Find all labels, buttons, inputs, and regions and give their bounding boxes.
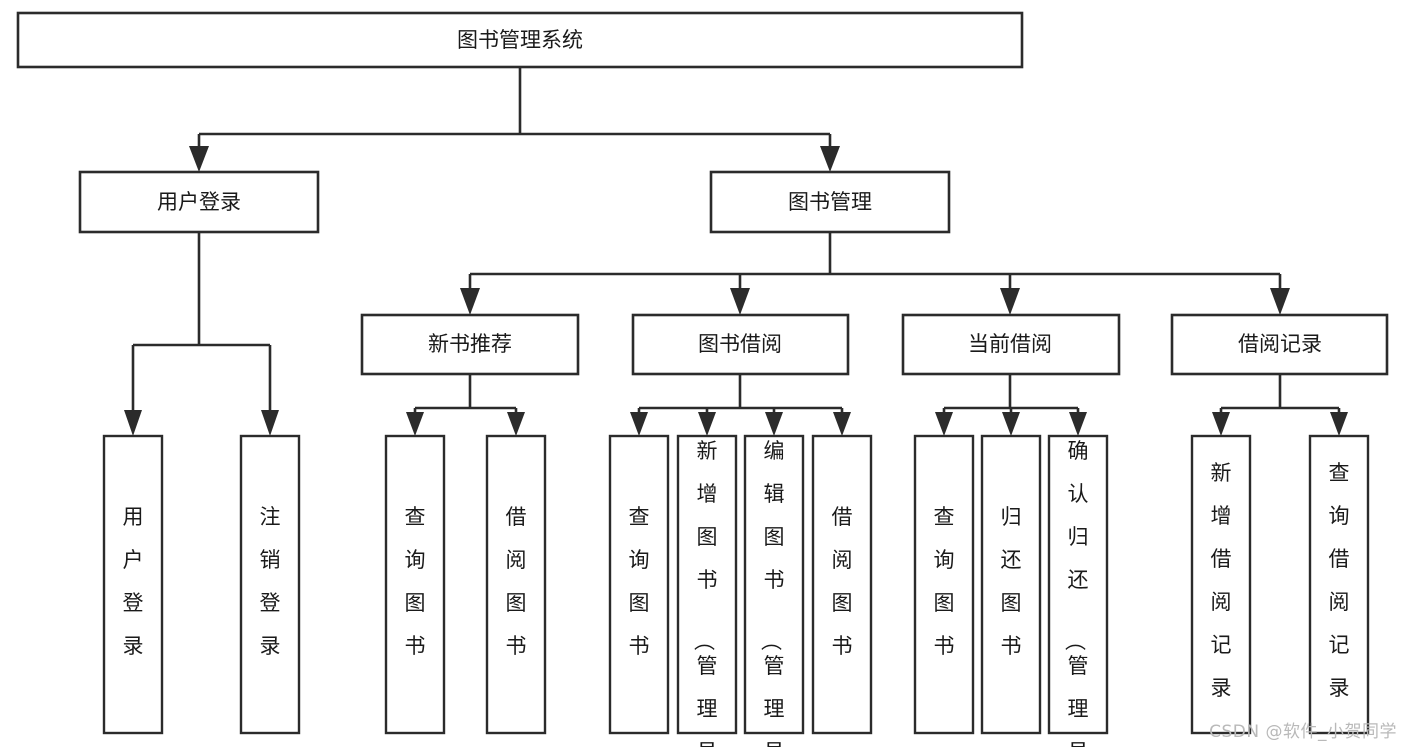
node-leaf-query-book-2-box[interactable] <box>608 434 670 735</box>
node-leaf-return-book[interactable]: 归还图书 <box>980 434 1042 735</box>
node-leaf-logout-login-box[interactable] <box>239 434 301 735</box>
node-leaf-edit-book-box[interactable] <box>743 434 805 735</box>
arrow-bb-to-edit <box>765 412 783 436</box>
node-root[interactable]: 图书管理系统 <box>16 11 1024 69</box>
node-leaf-user-login-label: 用户登录 <box>123 505 144 658</box>
node-leaf-add-record-box[interactable] <box>1190 434 1252 735</box>
node-root-box[interactable] <box>16 11 1024 69</box>
node-book-borrow-box[interactable] <box>631 313 850 376</box>
arrow-nbr-to-borrow <box>507 412 525 436</box>
node-leaf-add-record[interactable]: 新增借阅记录 <box>1190 434 1252 735</box>
edge-group-book-manage <box>460 232 1290 315</box>
arrow-root-to-book-manage <box>820 146 840 172</box>
node-leaf-add-book-label: 新增图书（管理员） <box>692 439 718 747</box>
node-leaf-borrow-book-1-box[interactable] <box>485 434 547 735</box>
node-leaf-edit-book[interactable]: 编辑图书（管理员） <box>743 434 805 747</box>
node-user-login[interactable]: 用户登录 <box>78 170 320 234</box>
node-root-label: 图书管理系统 <box>457 28 583 52</box>
node-leaf-borrow-book-2-label: 借阅图书 <box>832 505 853 658</box>
node-leaf-query-book-2[interactable]: 查询图书 <box>608 434 670 735</box>
node-leaf-query-record-label: 查询借阅记录 <box>1329 461 1350 700</box>
node-leaf-borrow-book-1[interactable]: 借阅图书 <box>485 434 547 735</box>
node-leaf-user-login-box[interactable] <box>102 434 164 735</box>
arrow-br-to-query <box>1330 412 1348 436</box>
node-leaf-return-book-label: 归还图书 <box>1001 505 1022 658</box>
edge-group-root <box>189 67 840 172</box>
node-leaf-query-book-3-label: 查询图书 <box>934 505 955 658</box>
node-leaf-add-book-box[interactable] <box>676 434 738 735</box>
node-borrow-record-label: 借阅记录 <box>1238 332 1322 356</box>
node-leaf-confirm-return[interactable]: 确认归还（管理员） <box>1047 434 1109 747</box>
node-leaf-borrow-book-1-label: 借阅图书 <box>506 505 527 658</box>
node-leaf-query-record[interactable]: 查询借阅记录 <box>1308 434 1370 735</box>
node-borrow-record[interactable]: 借阅记录 <box>1170 313 1389 376</box>
arrow-root-to-user-login <box>189 146 209 172</box>
node-leaf-add-book[interactable]: 新增图书（管理员） <box>676 434 738 747</box>
node-leaf-query-book-3-box[interactable] <box>913 434 975 735</box>
node-borrow-record-box[interactable] <box>1170 313 1389 376</box>
node-leaf-user-login[interactable]: 用户登录 <box>102 434 164 735</box>
node-leaf-query-record-box[interactable] <box>1308 434 1370 735</box>
node-leaf-add-record-label: 新增借阅记录 <box>1211 461 1232 700</box>
node-book-borrow-label: 图书借阅 <box>698 332 782 356</box>
arrow-ul-to-leaf-logout <box>261 410 279 436</box>
node-leaf-borrow-book-2[interactable]: 借阅图书 <box>811 434 873 735</box>
arrow-nbr-to-query <box>406 412 424 436</box>
node-book-manage[interactable]: 图书管理 <box>709 170 951 234</box>
arrow-bm-to-book-borrow <box>730 288 750 315</box>
arrow-bm-to-current-borrow <box>1000 288 1020 315</box>
arrow-bb-to-query <box>630 412 648 436</box>
node-leaf-logout-login-label: 注销登录 <box>260 505 281 658</box>
node-new-book-rec[interactable]: 新书推荐 <box>360 313 580 376</box>
arrow-bb-to-add <box>698 412 716 436</box>
arrow-bb-to-borrow <box>833 412 851 436</box>
node-new-book-rec-box[interactable] <box>360 313 580 376</box>
edge-group-book-borrow <box>630 374 851 436</box>
node-new-book-rec-label: 新书推荐 <box>428 332 512 356</box>
node-leaf-logout-login[interactable]: 注销登录 <box>239 434 301 735</box>
node-user-login-box[interactable] <box>78 170 320 234</box>
arrow-cb-to-confirm <box>1069 412 1087 436</box>
node-leaf-query-book-1-box[interactable] <box>384 434 446 735</box>
node-current-borrow-label: 当前借阅 <box>968 332 1052 356</box>
node-book-manage-label: 图书管理 <box>788 190 872 214</box>
node-user-login-label: 用户登录 <box>157 190 241 214</box>
node-current-borrow[interactable]: 当前借阅 <box>901 313 1121 376</box>
node-leaf-query-book-3[interactable]: 查询图书 <box>913 434 975 735</box>
arrow-cb-to-query <box>935 412 953 436</box>
edge-group-user-login <box>124 232 279 436</box>
node-leaf-query-book-2-label: 查询图书 <box>629 505 650 658</box>
edge-group-current-borrow <box>935 374 1087 436</box>
node-book-manage-box[interactable] <box>709 170 951 234</box>
node-leaf-query-book-1-label: 查询图书 <box>405 505 426 658</box>
node-current-borrow-box[interactable] <box>901 313 1121 376</box>
edge-group-new-book-rec <box>406 374 525 436</box>
arrow-bm-to-new-book-rec <box>460 288 480 315</box>
node-leaf-query-book-1[interactable]: 查询图书 <box>384 434 446 735</box>
arrow-bm-to-borrow-record <box>1270 288 1290 315</box>
arrow-ul-to-leaf-user-login <box>124 410 142 436</box>
edge-group-borrow-record <box>1212 374 1348 436</box>
node-leaf-confirm-return-box[interactable] <box>1047 434 1109 735</box>
node-book-borrow[interactable]: 图书借阅 <box>631 313 850 376</box>
arrow-cb-to-return <box>1002 412 1020 436</box>
arrow-br-to-add <box>1212 412 1230 436</box>
node-leaf-return-book-box[interactable] <box>980 434 1042 735</box>
node-leaf-edit-book-label: 编辑图书（管理员） <box>759 439 785 747</box>
node-leaf-confirm-return-label: 确认归还（管理员） <box>1063 439 1089 747</box>
node-leaf-borrow-book-2-box[interactable] <box>811 434 873 735</box>
